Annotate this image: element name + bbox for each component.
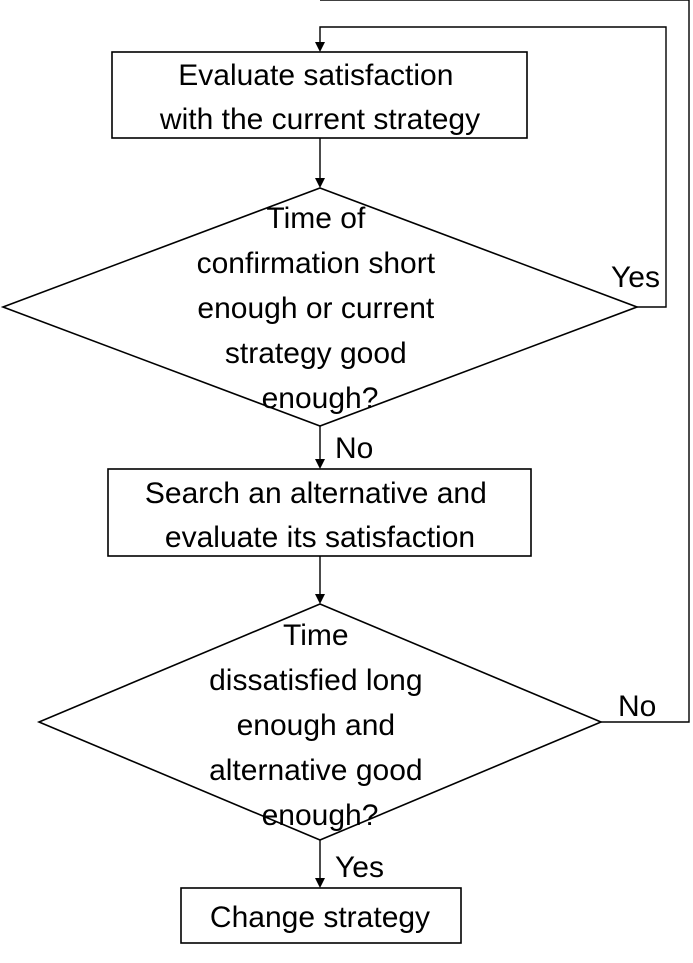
decision2-no-loop-connector (320, 0, 690, 723)
decision2-no-label: No (618, 690, 656, 723)
decision1-no-label: No (335, 432, 373, 465)
change-strategy-box (180, 887, 462, 944)
search-alternative-box (107, 468, 532, 557)
search-arrowhead (315, 459, 325, 469)
change-strategy-label: Change strategy (210, 901, 430, 934)
decision2-label: Time dissatisfied long enough and altern… (209, 619, 431, 832)
decision1-line-4: strategy good (225, 337, 407, 370)
top-entry-arrowhead (315, 42, 325, 52)
search-alternative-label: Search an alternative and evaluate its s… (145, 477, 495, 554)
search-line-2: evaluate its satisfaction (165, 521, 475, 554)
decision2-yes-label: Yes (335, 851, 384, 884)
decision2-line-1: Time (283, 619, 349, 652)
decision2-arrowhead (315, 594, 325, 604)
evaluate-line-2: with the current strategy (159, 103, 480, 136)
decision1-yes-loop-connector (319, 26, 667, 308)
decision1-yes-label: Yes (611, 261, 660, 294)
decision1-line-5: enough? (262, 382, 379, 415)
evaluate-satisfaction-box (111, 51, 528, 139)
decision1-line-1: Time of (266, 202, 366, 235)
decision1-line-3: enough or current (197, 292, 434, 325)
change-arrowhead (315, 878, 325, 888)
search-line-1: Search an alternative and (145, 477, 487, 510)
decision1-line-2: confirmation short (197, 247, 436, 280)
evaluate-satisfaction-label: Evaluate satisfaction with the current s… (159, 59, 480, 136)
decision2-line-5: enough? (262, 799, 379, 832)
evaluate-line-1: Evaluate satisfaction (178, 59, 453, 92)
decision2-line-4: alternative good (209, 754, 423, 787)
decision2-line-3: enough and (237, 709, 396, 742)
decision2-line-2: dissatisfied long (209, 664, 422, 697)
decision1-label: Time of confirmation short enough or cur… (197, 202, 444, 415)
decision1-arrowhead (315, 178, 325, 188)
